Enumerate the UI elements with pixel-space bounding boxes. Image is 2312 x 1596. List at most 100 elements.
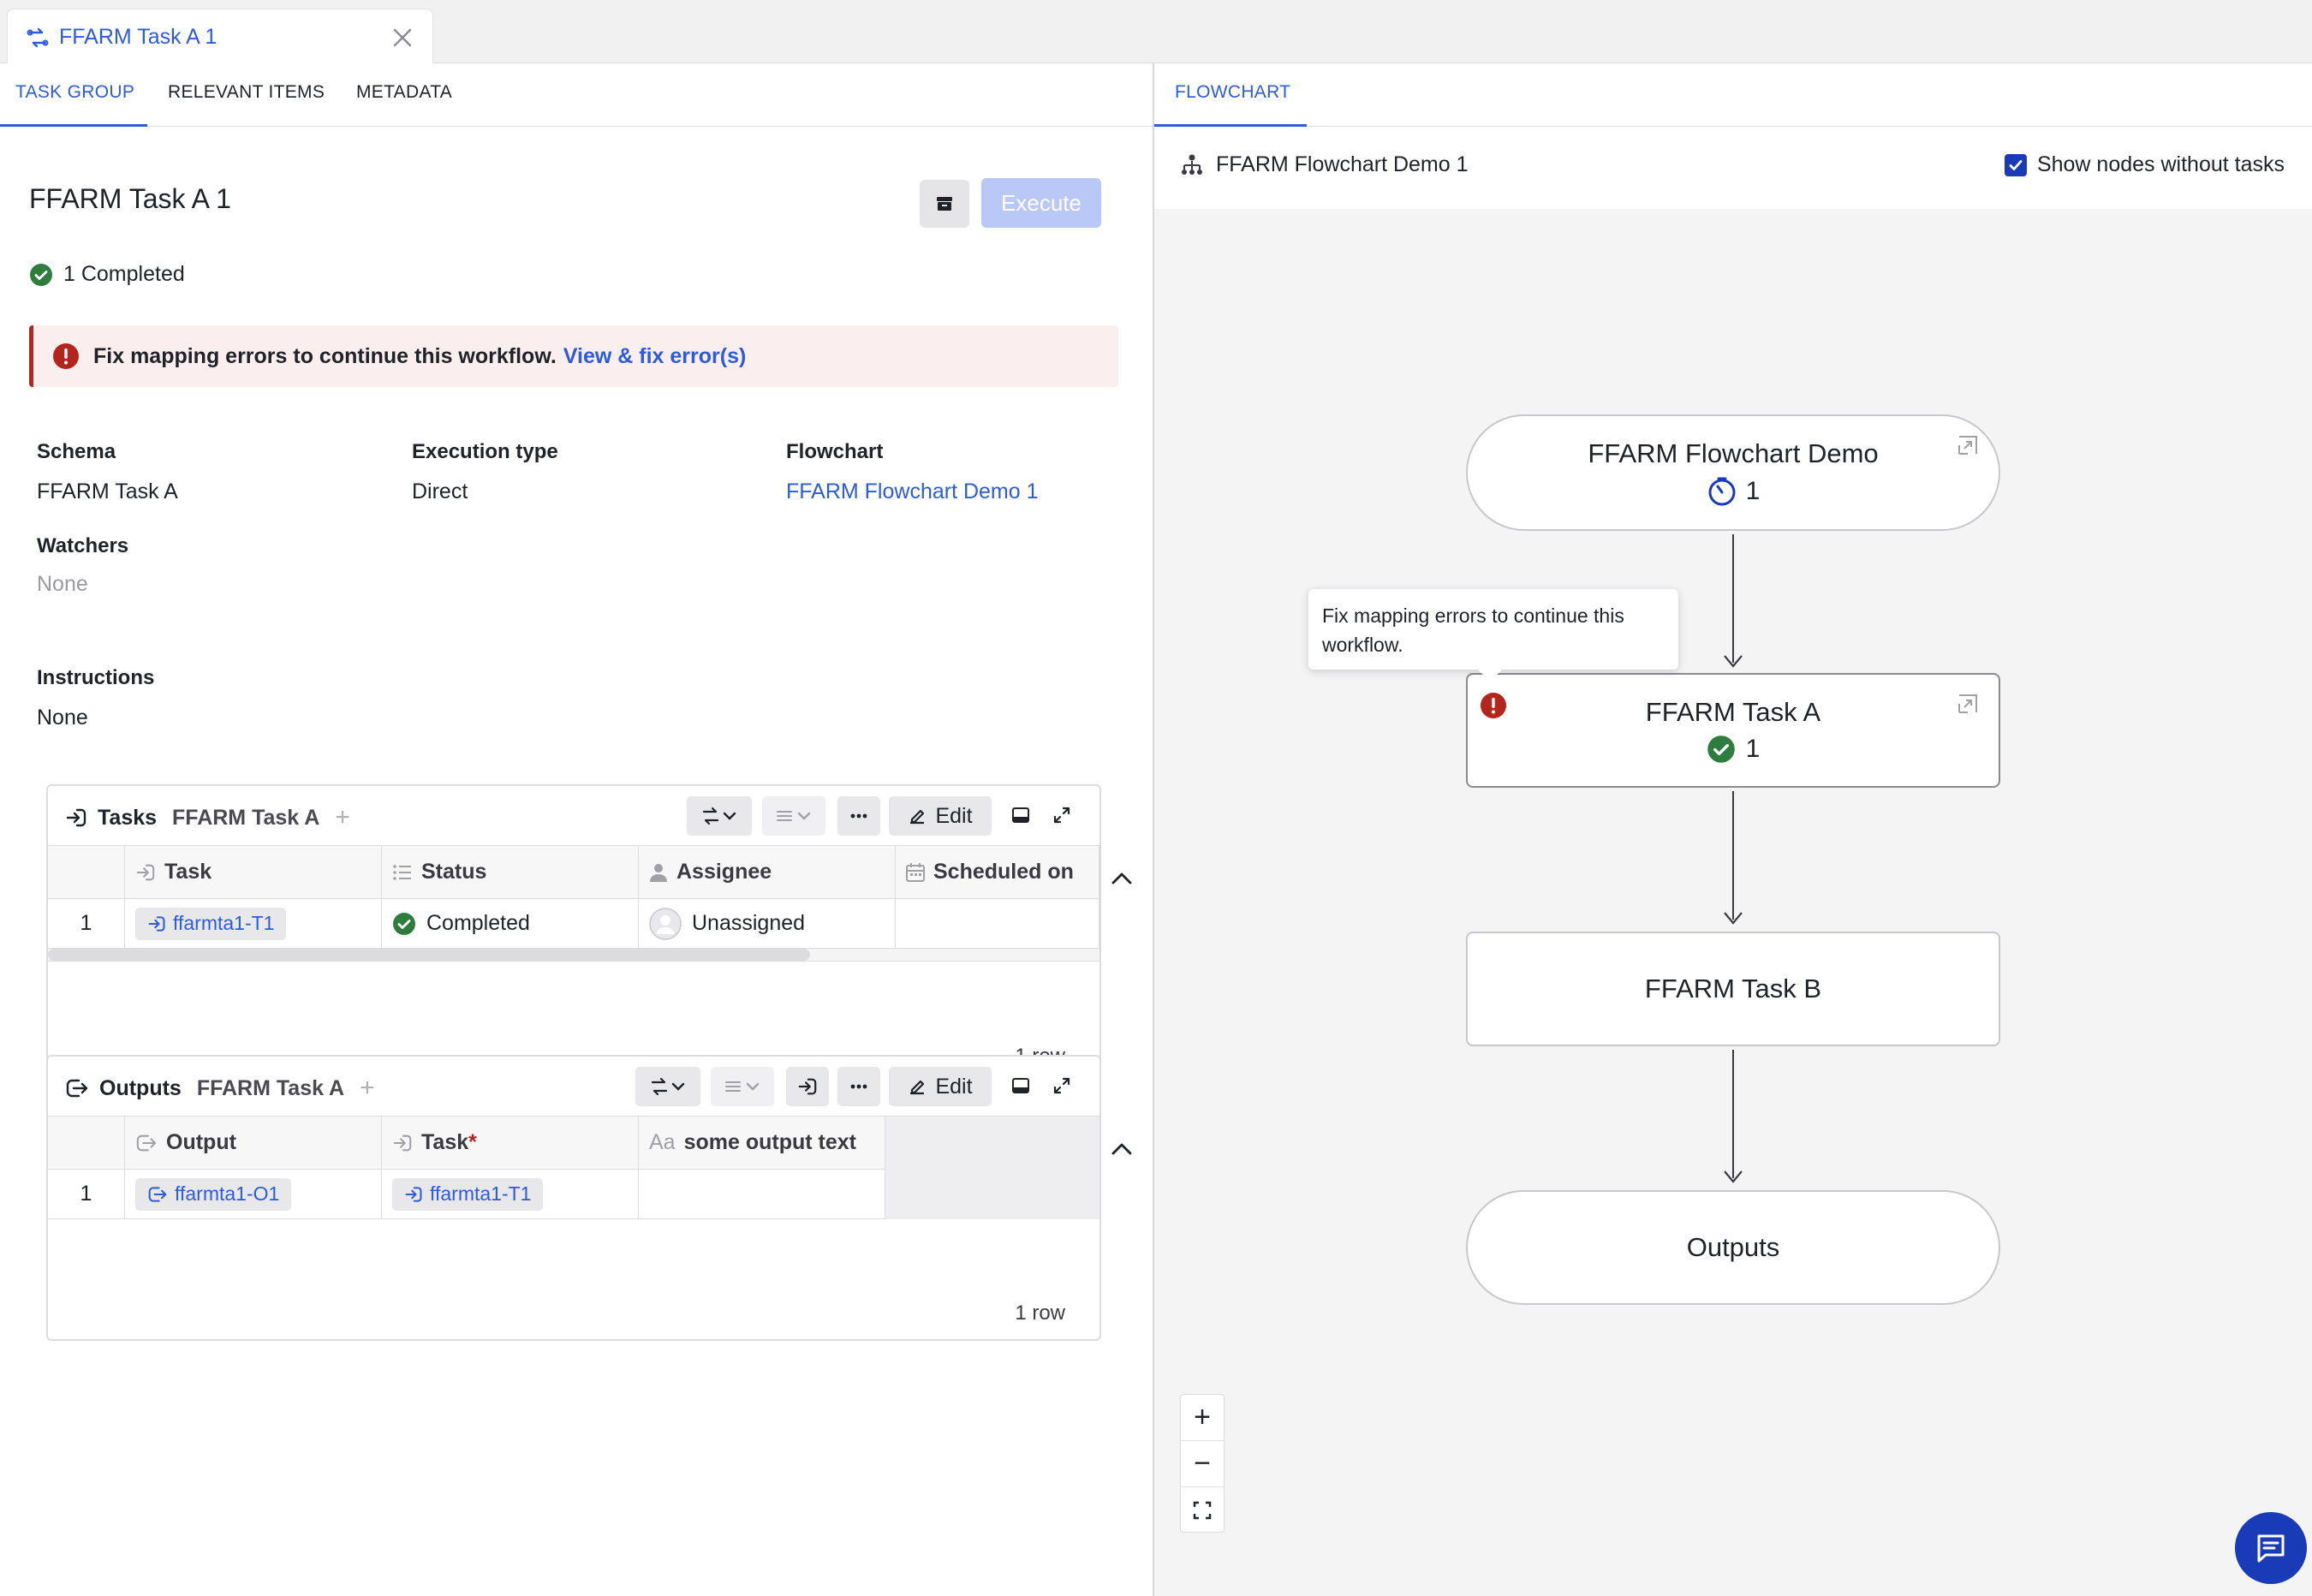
flowchart-title-text: FFARM Flowchart Demo 1	[1216, 152, 1469, 176]
tasks-card-header: Tasks FFARM Task A + Edit	[48, 786, 1099, 846]
flowchart-title: FFARM Flowchart Demo 1	[1180, 152, 1469, 177]
output-chip-label: ffarmta1-O1	[175, 1182, 280, 1205]
open-link-icon[interactable]	[1956, 433, 1980, 457]
flow-connector	[1732, 791, 1734, 920]
show-nodes-checkbox[interactable]	[2004, 153, 2027, 176]
task-group-panel: TASK GROUP RELEVANT ITEMS METADATA FFARM…	[0, 63, 1153, 1596]
workflow-dropdown-button[interactable]	[687, 796, 752, 836]
expand-button[interactable]	[1045, 798, 1079, 832]
filter-dropdown-button[interactable]	[711, 1067, 774, 1106]
task-chip-label: ffarmta1-T1	[430, 1182, 532, 1205]
column-label: Status	[421, 860, 487, 884]
more-options-button[interactable]	[837, 1067, 880, 1106]
archive-button[interactable]	[920, 180, 969, 228]
error-tooltip: Fix mapping errors to continue this work…	[1308, 589, 1678, 682]
empty-grid-area	[885, 1117, 1099, 1219]
tab-relevant-items[interactable]: RELEVANT ITEMS	[168, 82, 325, 102]
flowchart-node-outputs[interactable]: Outputs	[1466, 1190, 2000, 1305]
flow-connector	[1732, 1050, 1734, 1178]
node-label: FFARM Task B	[1644, 974, 1822, 1003]
person-icon	[650, 863, 667, 882]
outputs-card: Outputs FFARM Task A + Edit	[46, 1055, 1101, 1341]
horizontal-scrollbar[interactable]	[48, 949, 1099, 961]
tab-flowchart[interactable]: FLOWCHART	[1175, 82, 1291, 102]
table-cell-output-text[interactable]	[639, 1170, 885, 1219]
edit-outputs-button[interactable]: Edit	[889, 1067, 992, 1106]
show-nodes-label: Show nodes without tasks	[2036, 152, 2285, 176]
node-count-text: 1	[1745, 735, 1761, 763]
chevron-up-icon[interactable]	[1110, 870, 1134, 887]
tasks-card-title: Tasks FFARM Task A +	[65, 803, 350, 832]
more-icon	[850, 813, 867, 819]
view-fix-errors-link[interactable]: View & fix error(s)	[563, 343, 747, 368]
document-tab-title: FFARM Task A 1	[59, 25, 217, 49]
link-task-button[interactable]	[786, 1067, 829, 1106]
fit-view-button[interactable]	[1181, 1487, 1224, 1533]
column-label: Output	[166, 1130, 236, 1154]
column-header-assignee[interactable]: Assignee	[639, 846, 896, 899]
instructions-value: None	[37, 706, 88, 730]
column-header-task[interactable]: Task	[125, 846, 382, 899]
column-header-task[interactable]: Task*	[382, 1117, 639, 1170]
panel-bottom-icon	[1012, 807, 1029, 823]
task-icon	[798, 1078, 817, 1095]
archive-icon	[937, 197, 952, 211]
edit-label: Edit	[935, 803, 973, 828]
add-icon[interactable]: +	[335, 803, 350, 831]
column-header-status[interactable]: Status	[382, 846, 639, 899]
zoom-in-button[interactable]: +	[1181, 1395, 1224, 1441]
flowchart-label: Flowchart	[786, 440, 884, 463]
tab-metadata[interactable]: METADATA	[356, 82, 453, 102]
required-mark: *	[468, 1130, 477, 1154]
chevron-up-icon[interactable]	[1110, 1140, 1134, 1158]
schema-label: Schema	[37, 440, 116, 463]
arrowhead-icon	[1724, 912, 1743, 925]
column-label: Assignee	[676, 860, 772, 884]
table-cell-task: ffarmta1-T1	[382, 1170, 639, 1219]
table-cell-status: Completed	[382, 899, 639, 949]
flowchart-node-start[interactable]: FFARM Flowchart Demo 1	[1466, 414, 2000, 531]
arrowhead-icon	[1724, 655, 1743, 668]
panel-toggle-button[interactable]	[1004, 1069, 1038, 1103]
table-cell-scheduled[interactable]	[896, 899, 1099, 949]
filter-dropdown-button[interactable]	[762, 796, 825, 836]
close-icon[interactable]	[390, 25, 415, 51]
output-chip[interactable]: ffarmta1-O1	[135, 1177, 292, 1211]
zoom-out-button[interactable]: −	[1181, 1441, 1224, 1487]
document-tab[interactable]: FFARM Task A 1	[7, 9, 433, 65]
column-header-some-output-text[interactable]: Aa some output text	[639, 1117, 885, 1170]
open-link-icon[interactable]	[1956, 692, 1980, 716]
show-nodes-toggle[interactable]: Show nodes without tasks	[2004, 152, 2285, 177]
execute-button[interactable]: Execute	[981, 178, 1101, 228]
panel-toggle-button[interactable]	[1004, 798, 1038, 832]
workflow-dropdown-button[interactable]	[635, 1067, 700, 1106]
task-chip[interactable]: ffarmta1-T1	[392, 1177, 544, 1211]
column-label: some output text	[683, 1130, 856, 1154]
panel-divider[interactable]	[1153, 63, 1154, 1596]
page-title: FFARM Task A 1	[29, 183, 231, 214]
column-label: Scheduled on	[933, 860, 1074, 884]
table-cell-assignee[interactable]: Unassigned	[639, 899, 896, 949]
flowchart-link[interactable]: FFARM Flowchart Demo 1	[786, 479, 1039, 503]
filter-icon	[725, 1081, 760, 1092]
document-tabstrip: FFARM Task A 1	[0, 0, 2312, 65]
check-circle-icon	[30, 263, 52, 286]
edit-tasks-button[interactable]: Edit	[889, 796, 992, 836]
task-icon	[393, 1134, 412, 1151]
column-header-scheduled-on[interactable]: Scheduled on	[896, 846, 1099, 899]
column-label: Task	[421, 1130, 469, 1154]
chat-button[interactable]	[2235, 1512, 2307, 1584]
workflow-icon	[27, 27, 49, 47]
column-header-output[interactable]: Output	[125, 1117, 382, 1170]
output-icon	[66, 1079, 88, 1098]
expand-button[interactable]	[1045, 1069, 1079, 1103]
add-icon[interactable]: +	[360, 1074, 375, 1102]
tab-task-group[interactable]: TASK GROUP	[15, 82, 135, 102]
row-number: 1	[48, 1170, 125, 1219]
task-chip[interactable]: ffarmta1-T1	[135, 907, 287, 940]
scrollbar-thumb[interactable]	[48, 949, 810, 961]
completed-text: 1 Completed	[63, 262, 185, 286]
flowchart-node-task-a[interactable]: FFARM Task A 1	[1466, 673, 2000, 788]
more-options-button[interactable]	[837, 796, 880, 836]
flowchart-node-task-b[interactable]: FFARM Task B	[1466, 932, 2000, 1046]
